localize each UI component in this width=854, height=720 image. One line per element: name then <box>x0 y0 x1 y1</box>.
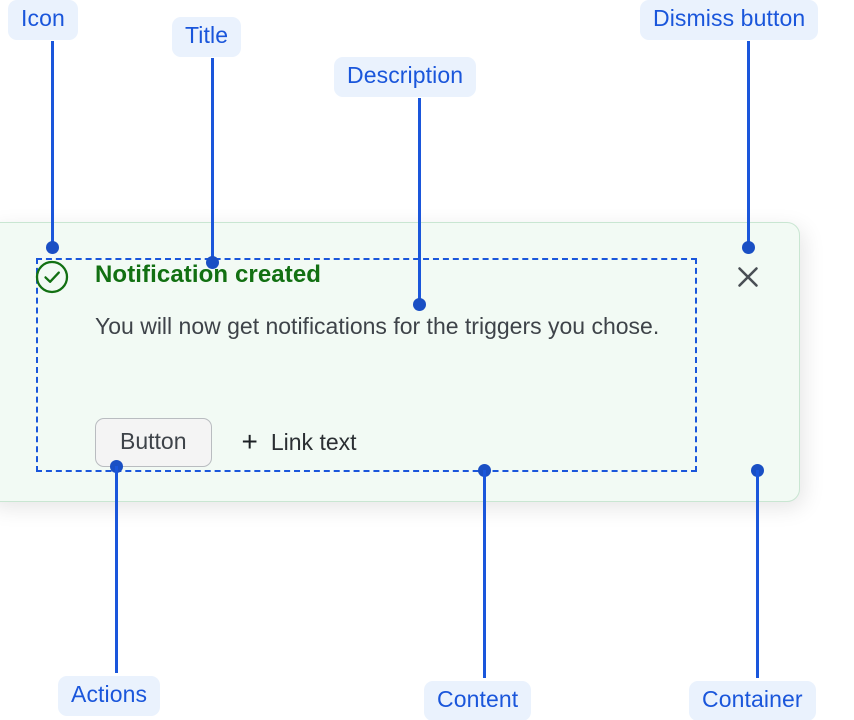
notification-actions: Button + Link text <box>95 418 357 468</box>
annotation-label-description: Description <box>334 57 477 97</box>
connector-dot-title <box>206 256 219 269</box>
plus-icon: + <box>241 425 258 457</box>
connector-line-description <box>418 98 421 304</box>
connector-line-dismiss <box>747 41 750 247</box>
annotation-label-actions: Actions <box>58 676 161 716</box>
connector-line-title <box>211 58 214 262</box>
connector-line-icon <box>51 41 54 247</box>
annotation-label-container: Container <box>689 681 816 720</box>
action-link-label: Link text <box>270 428 357 455</box>
notification-description: You will now get notifications for the t… <box>95 313 660 339</box>
connector-line-content <box>483 470 486 678</box>
action-link[interactable]: + Link text <box>241 425 357 457</box>
connector-dot-description <box>413 298 426 311</box>
annotation-label-dismiss: Dismiss button <box>640 0 819 40</box>
annotation-label-title: Title <box>172 17 242 57</box>
action-button[interactable]: Button <box>95 418 212 468</box>
connector-line-actions <box>115 466 118 673</box>
connector-line-container <box>756 470 759 678</box>
connector-dot-icon <box>46 241 59 254</box>
connector-dot-dismiss <box>742 241 755 254</box>
annotation-label-icon: Icon <box>8 0 78 40</box>
annotation-label-content: Content <box>424 681 532 720</box>
close-x-icon[interactable] <box>733 262 763 292</box>
success-check-circle-icon <box>34 259 70 295</box>
